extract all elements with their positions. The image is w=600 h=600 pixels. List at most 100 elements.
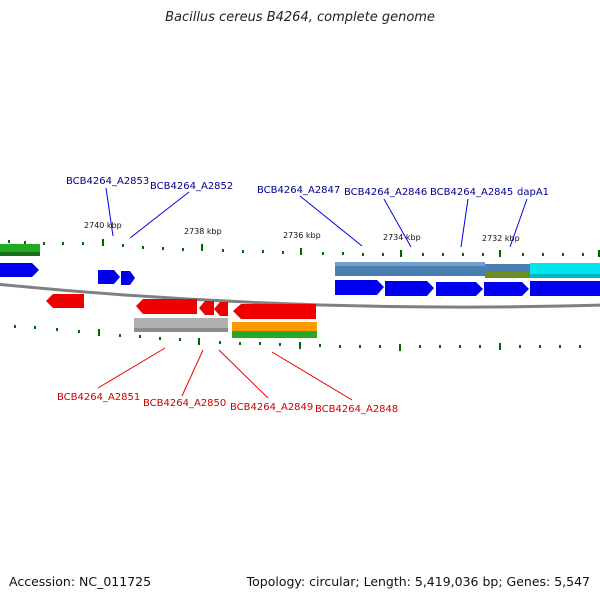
tick xyxy=(78,330,80,333)
tick xyxy=(259,342,261,345)
lower-feature-track xyxy=(134,318,317,338)
tick xyxy=(322,252,324,255)
tick xyxy=(242,250,244,253)
forward-gene-track xyxy=(0,263,600,296)
tick xyxy=(139,335,141,338)
tick xyxy=(56,328,58,331)
lower-tick-row xyxy=(14,325,581,351)
tick xyxy=(479,345,481,348)
tick xyxy=(362,253,364,256)
leader-line xyxy=(383,198,412,248)
gene-label[interactable]: BCB4264_A2850 xyxy=(143,398,226,409)
forward-label-leaders xyxy=(105,187,528,248)
tick xyxy=(319,344,321,347)
tick xyxy=(222,249,224,252)
orange-feature xyxy=(232,322,317,331)
scale-label: 2740 kbp xyxy=(84,221,122,230)
tick xyxy=(119,334,121,337)
tick-major xyxy=(499,250,501,257)
grey-feature-shade xyxy=(134,328,228,332)
tick xyxy=(359,345,361,348)
tick xyxy=(539,345,541,348)
forward-gene-arrow xyxy=(530,281,600,296)
forward-gene-arrow xyxy=(335,280,384,295)
accession-text: Accession: NC_011725 xyxy=(9,574,152,589)
tick xyxy=(339,345,341,348)
tick xyxy=(482,253,484,256)
forward-gene-arrow xyxy=(121,271,135,285)
genome-stats-text: Topology: circular; Length: 5,419,036 bp… xyxy=(246,574,590,589)
tick xyxy=(159,337,161,340)
tick xyxy=(422,253,424,256)
tick xyxy=(279,343,281,346)
reverse-gene-track xyxy=(46,294,316,319)
tick-major xyxy=(400,250,402,257)
gene-label[interactable]: BCB4264_A2849 xyxy=(230,402,313,413)
scale-label: 2736 kbp xyxy=(283,231,321,240)
gene-label[interactable]: BCB4264_A2846 xyxy=(344,187,427,198)
gene-label[interactable]: dapA1 xyxy=(517,187,549,198)
steelblue-feature xyxy=(485,264,530,272)
forward-gene-arrow xyxy=(0,263,39,277)
olive-feature xyxy=(485,272,530,278)
tick-major xyxy=(598,250,600,257)
tick xyxy=(559,345,561,348)
steelblue-feature-highlight xyxy=(335,262,485,266)
tick-major xyxy=(299,342,301,349)
tick xyxy=(239,342,241,345)
leader-line xyxy=(509,198,528,248)
forward-gene-arrow xyxy=(484,282,529,296)
tick xyxy=(562,253,564,256)
gene-label[interactable]: BCB4264_A2848 xyxy=(315,404,398,415)
upper-tick-row xyxy=(8,239,600,257)
leader-line xyxy=(299,195,363,247)
tick xyxy=(179,338,181,341)
tick xyxy=(219,341,221,344)
forward-gene-arrow xyxy=(385,281,434,296)
tick-major xyxy=(399,344,401,351)
leader-line xyxy=(460,198,469,248)
green-feature-shade xyxy=(0,252,40,256)
tick xyxy=(382,253,384,256)
tick xyxy=(542,253,544,256)
reverse-gene-arrow xyxy=(46,294,84,308)
tick xyxy=(282,251,284,254)
leader-line xyxy=(97,347,166,389)
leader-line xyxy=(129,191,190,239)
leader-line xyxy=(218,349,269,399)
tick xyxy=(182,248,184,251)
tick xyxy=(34,326,36,329)
gene-label[interactable]: BCB4264_A2845 xyxy=(430,187,513,198)
gene-label[interactable]: BCB4264_A2852 xyxy=(150,181,233,192)
tick xyxy=(379,345,381,348)
gene-label[interactable]: BCB4264_A2851 xyxy=(57,392,140,403)
reverse-gene-arrow xyxy=(214,302,228,316)
reverse-labels: BCB4264_A2851 BCB4264_A2850 BCB4264_A284… xyxy=(57,392,398,415)
tick xyxy=(582,253,584,256)
tick xyxy=(43,242,45,245)
reverse-gene-arrow xyxy=(136,299,197,314)
gene-label[interactable]: BCB4264_A2847 xyxy=(257,185,340,196)
tick xyxy=(579,345,581,348)
forward-gene-arrow xyxy=(98,270,120,284)
tick xyxy=(122,244,124,247)
tick xyxy=(442,253,444,256)
tick xyxy=(82,242,84,245)
tick xyxy=(14,325,16,328)
scale-label: 2732 kbp xyxy=(482,234,520,243)
leader-line xyxy=(181,349,204,397)
tick xyxy=(262,250,264,253)
leader-line xyxy=(105,187,114,237)
reverse-gene-arrow xyxy=(233,304,316,319)
tick-major xyxy=(102,239,104,246)
tick xyxy=(8,240,10,243)
gene-label[interactable]: BCB4264_A2853 xyxy=(66,176,149,187)
tick-major xyxy=(198,338,200,345)
tick xyxy=(162,247,164,250)
reverse-gene-arrow xyxy=(199,301,214,315)
tick xyxy=(459,345,461,348)
tick xyxy=(522,253,524,256)
tick-major xyxy=(98,329,100,336)
reverse-label-leaders xyxy=(97,347,353,401)
